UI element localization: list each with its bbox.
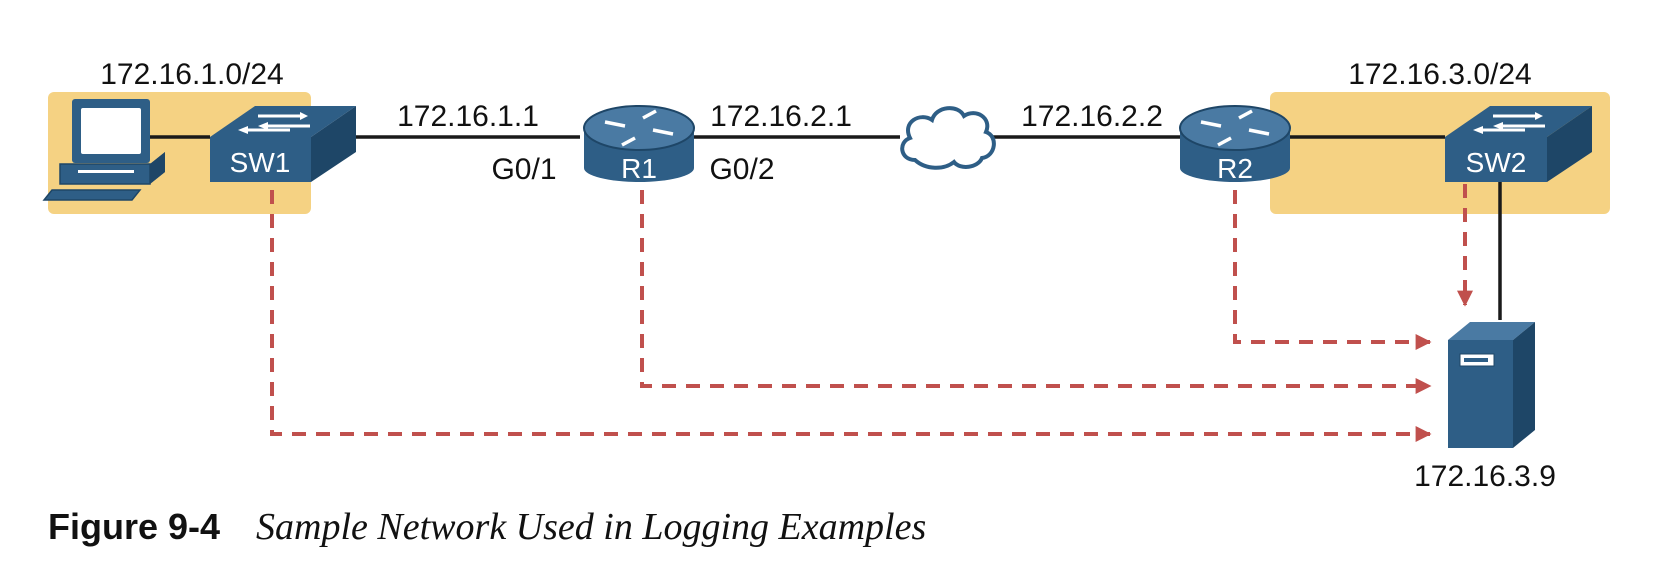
r1-wan-ip-label: 172.16.2.1: [710, 100, 852, 133]
subnet-right-label: 172.16.3.0/24: [1348, 58, 1532, 91]
figure-title: Sample Network Used in Logging Examples: [256, 506, 927, 548]
syslog-path-r2: [1233, 190, 1432, 350]
server-address-label: 172.16.3.9: [1414, 460, 1556, 493]
r1-lan-interface-label: G0/1: [491, 153, 556, 186]
physical-links: [150, 135, 1502, 320]
r2-label: R2: [1217, 153, 1253, 184]
syslog-arrows: [270, 184, 1473, 442]
router-icon: [1179, 105, 1291, 182]
server-icon: [1448, 322, 1535, 448]
r1-label: R1: [621, 153, 657, 184]
switch-icon: [210, 106, 356, 182]
sw1-label: SW1: [230, 147, 291, 178]
r1-lan-ip-label: 172.16.1.1: [397, 100, 539, 133]
switch-icon: [1445, 106, 1592, 182]
sw2-label: SW2: [1466, 147, 1527, 178]
router-icon: [583, 105, 695, 182]
figure-number: Figure 9-4: [48, 506, 221, 547]
r2-wan-ip-label: 172.16.2.2: [1021, 100, 1163, 133]
cloud-icon: [900, 106, 996, 170]
subnet-left-label: 172.16.1.0/24: [100, 58, 284, 91]
syslog-path-r1: [640, 190, 1432, 394]
pc-icon: [42, 99, 165, 201]
r1-wan-interface-label: G0/2: [709, 153, 774, 186]
network-diagram: 172.16.1.0/24 172.16.3.0/24: [42, 58, 1610, 493]
syslog-path-sw1: [270, 190, 1432, 442]
figure-caption: Figure 9-4 Sample Network Used in Logging…: [48, 505, 926, 549]
